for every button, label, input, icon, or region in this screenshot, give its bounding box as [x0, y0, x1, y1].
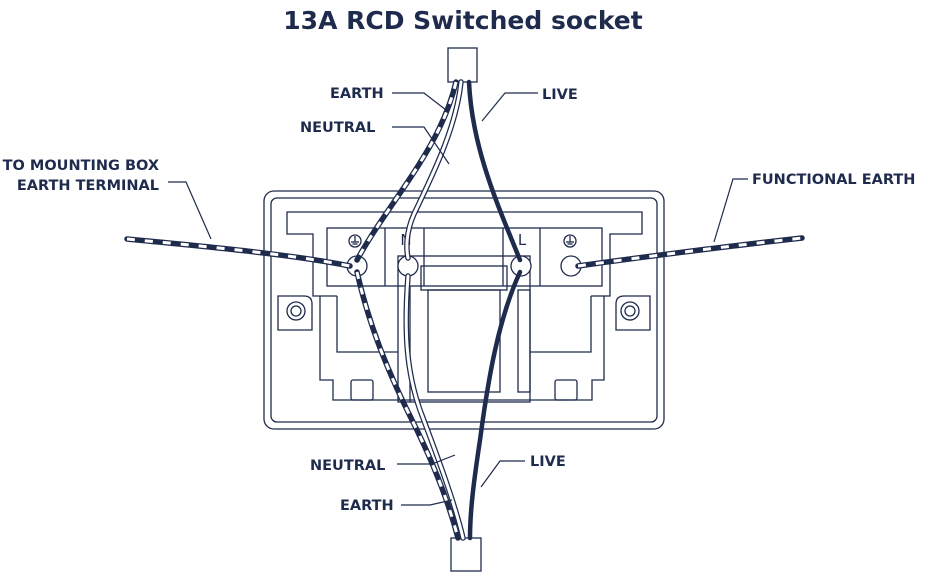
label-neutral-top: NEUTRAL [300, 120, 375, 136]
label-functional-earth: FUNCTIONAL EARTH [752, 172, 915, 188]
fixing-lug-left [277, 295, 313, 331]
earth-terminal-right [560, 234, 582, 277]
diagram-title: 13A RCD Switched socket [283, 6, 642, 35]
mounting-box-earth-wire [124, 236, 353, 269]
earth-wire-top [354, 79, 459, 263]
cable-sheath-bottom [450, 537, 482, 572]
neutral-wire-bottom [403, 273, 466, 541]
neutral-wire-top [404, 79, 464, 261]
label-earth-top: EARTH [330, 86, 384, 102]
label-neutral-bottom: NEUTRAL [310, 458, 385, 474]
fixing-lug-right [615, 295, 651, 331]
label-live-top: LIVE [542, 87, 578, 103]
earth-symbol-icon [566, 236, 574, 245]
label-earth-bottom: EARTH [340, 498, 394, 514]
label-mounting-box-line1: TO MOUNTING BOX [3, 158, 159, 174]
live-wire-top [466, 79, 523, 263]
terminal-block [326, 227, 603, 287]
live-terminal-label: L [518, 231, 527, 249]
functional-earth-wire [575, 235, 805, 269]
label-mounting-box-line2: EARTH TERMINAL [17, 178, 159, 194]
socket-back-box [263, 190, 665, 430]
cable-sheath-top [447, 47, 478, 83]
live-wire-bottom [467, 269, 523, 541]
live-terminal: L [510, 231, 532, 277]
label-live-bottom: LIVE [530, 454, 566, 470]
earth-symbol-icon [351, 236, 359, 245]
